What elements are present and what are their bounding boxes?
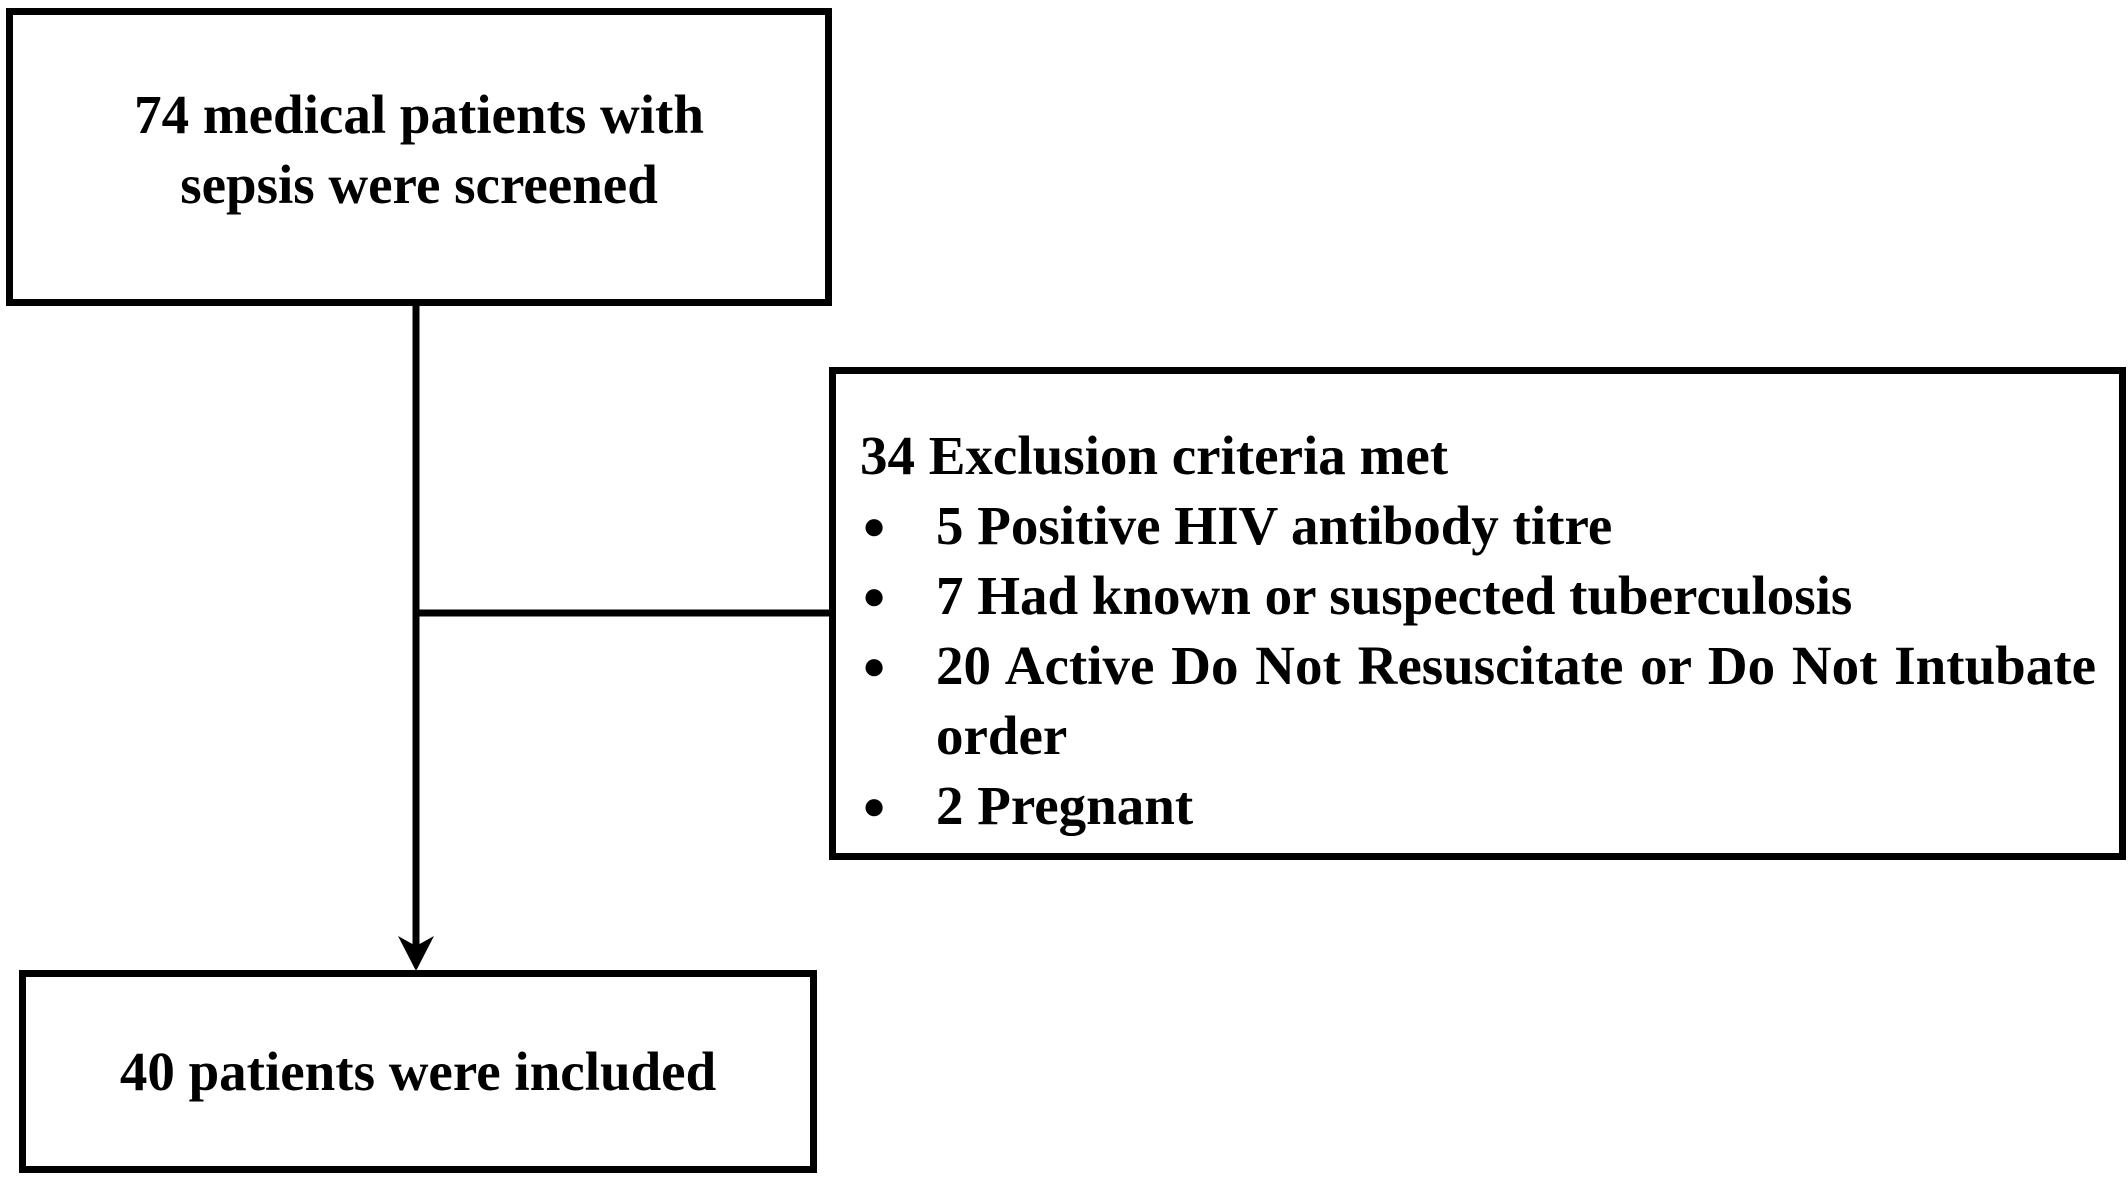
exclusion-item-label: 2 Pregnant (936, 775, 1194, 836)
exclusion-item-tuberculosis: ● 7 Had known or suspected tuberculosis (860, 561, 2096, 631)
included-label: 40 patients were included (119, 1040, 717, 1102)
screened-line-1: 74 medical patients with (134, 84, 704, 145)
exclusion-item-pregnant: ● 2 Pregnant (860, 771, 2096, 841)
exclusion-item-dnr-dni: ● 20 Active Do Not Resuscitate or Do Not… (860, 631, 2096, 771)
bullet-icon: ● (862, 573, 887, 618)
included-box: 40 patients were included (19, 970, 817, 1173)
exclusion-list: ● 5 Positive HIV antibody titre ● 7 Had … (860, 491, 2096, 841)
screened-line-2: sepsis were screened (180, 154, 658, 215)
exclusion-box: 34 Exclusion criteria met ● 5 Positive H… (829, 367, 2126, 860)
exclusion-item-label: 20 Active Do Not Resuscitate or Do Not I… (936, 635, 2096, 766)
exclusion-item-label: 5 Positive HIV antibody titre (936, 495, 1613, 556)
exclusion-item-hiv: ● 5 Positive HIV antibody titre (860, 491, 2096, 561)
exclusion-item-label: 7 Had known or suspected tuberculosis (936, 565, 1853, 626)
bullet-icon: ● (862, 503, 887, 548)
bullet-icon: ● (862, 643, 887, 688)
exclusion-title: 34 Exclusion criteria met (860, 425, 1449, 486)
screened-box: 74 medical patients with sepsis were scr… (6, 8, 832, 306)
bullet-icon: ● (862, 783, 887, 828)
arrow-down-icon (398, 936, 434, 971)
